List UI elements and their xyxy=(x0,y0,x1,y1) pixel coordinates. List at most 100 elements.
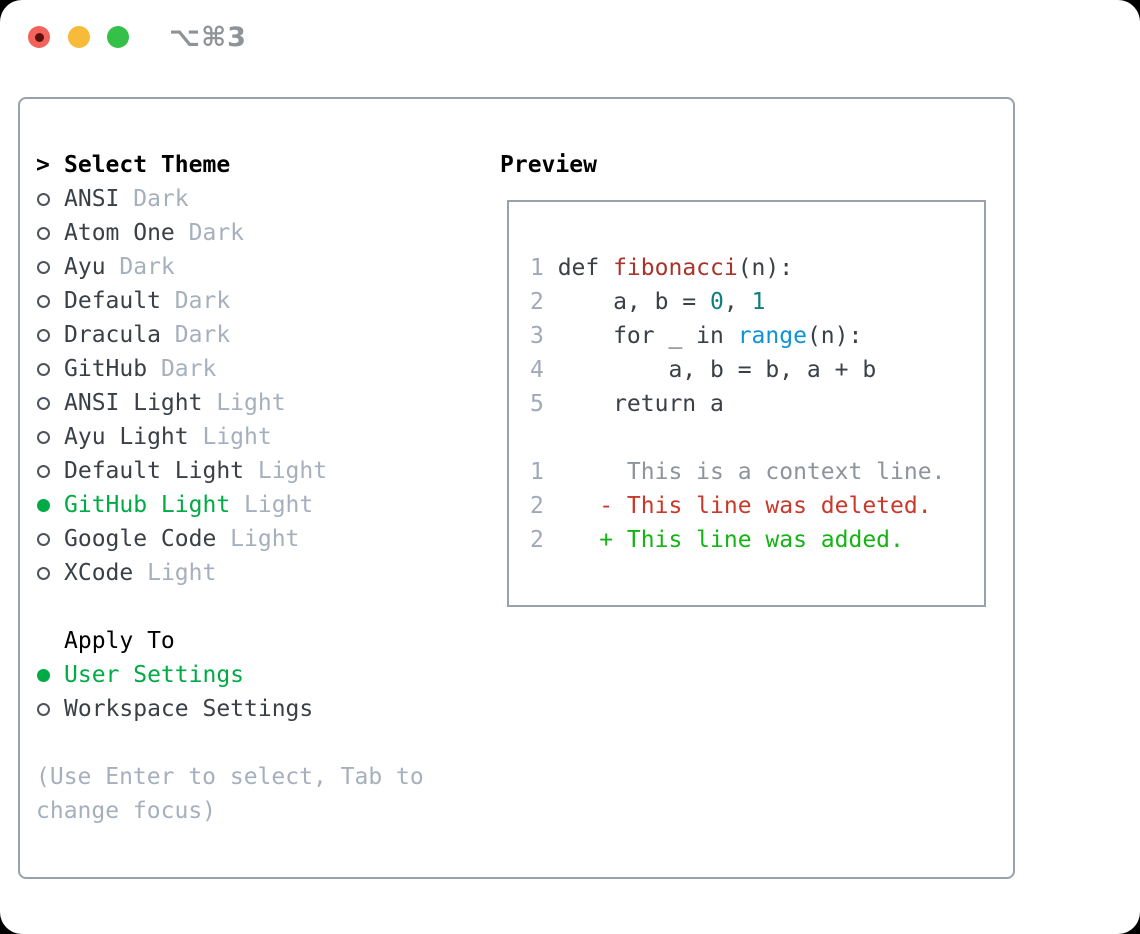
radio-icon xyxy=(37,566,50,580)
apply-option[interactable]: User Settings xyxy=(36,658,498,692)
theme-variant-tag: Dark xyxy=(174,288,231,314)
unsaved-changes-dot-icon xyxy=(34,32,44,42)
theme-variant-tag: Dark xyxy=(133,186,189,212)
hint-line: (Use Enter to select, Tab to xyxy=(36,764,424,790)
option-label: ANSI xyxy=(64,186,120,212)
option-label: ANSI Light xyxy=(64,390,203,416)
radio-marker xyxy=(36,430,64,444)
option-label: Ayu Light xyxy=(64,424,189,450)
code-line: 2 a, b = 0, 1 xyxy=(530,285,984,319)
code-token xyxy=(558,527,600,553)
code-token: def xyxy=(557,255,614,281)
line-number: 5 xyxy=(530,391,544,417)
radio-icon xyxy=(37,430,50,444)
code-line: 1 This is a context line. xyxy=(530,455,984,489)
zoom-button[interactable] xyxy=(107,26,129,48)
code-token: a, b = b, a + b xyxy=(557,357,877,383)
code-line: 2 + This line was added. xyxy=(530,523,984,557)
theme-variant-tag: Light xyxy=(202,424,272,450)
code-line: 3 for _ in range(n): xyxy=(530,319,984,353)
apply-option[interactable]: Workspace Settings xyxy=(36,692,498,726)
theme-variant-tag: Light xyxy=(257,458,328,484)
keyboard-hint: (Use Enter to select, Tab to change focu… xyxy=(36,760,498,828)
radio-selected-icon xyxy=(37,668,50,682)
code-token: 1 xyxy=(751,289,766,315)
theme-option[interactable]: Ayu Dark xyxy=(36,250,498,284)
theme-option[interactable]: Ayu Light Light xyxy=(36,420,498,454)
option-label: Default xyxy=(64,288,161,314)
theme-variant-tag: Light xyxy=(147,560,217,586)
code-token: (n): xyxy=(806,323,863,349)
radio-selected-icon xyxy=(37,498,50,512)
option-label: Ayu xyxy=(64,254,106,280)
radio-icon xyxy=(37,294,50,308)
apply-to-title: Apply To xyxy=(64,628,175,654)
radio-icon xyxy=(37,532,50,546)
radio-marker xyxy=(36,260,64,274)
option-label: Workspace Settings xyxy=(64,696,314,722)
code-token: - This line was deleted. xyxy=(599,493,932,519)
select-theme-title: Select Theme xyxy=(64,152,231,178)
radio-marker xyxy=(36,328,64,342)
theme-option[interactable]: ANSI Dark xyxy=(36,182,498,216)
cursor-arrow-icon: > xyxy=(36,152,50,178)
cursor-marker: > xyxy=(36,152,64,178)
code-token xyxy=(558,493,600,519)
code-line: 2 - This line was deleted. xyxy=(530,489,984,523)
radio-icon xyxy=(37,362,50,376)
code-line xyxy=(530,421,984,455)
theme-option[interactable]: Default Dark xyxy=(36,284,498,318)
theme-variant-tag: Dark xyxy=(174,322,231,348)
theme-option[interactable]: Default Light Light xyxy=(36,454,498,488)
option-label: Dracula xyxy=(64,322,161,348)
line-number: 1 xyxy=(530,459,544,485)
theme-variant-tag: Dark xyxy=(188,220,245,246)
option-label: User Settings xyxy=(64,662,245,688)
radio-marker xyxy=(36,702,64,716)
radio-icon xyxy=(37,702,50,716)
line-number: 2 xyxy=(530,493,544,519)
radio-icon xyxy=(37,226,50,240)
option-label: Default Light xyxy=(64,458,245,484)
close-button[interactable] xyxy=(28,26,50,48)
code-token: 0 xyxy=(710,289,724,315)
radio-icon xyxy=(37,192,50,206)
option-label: XCode xyxy=(64,560,134,586)
theme-variant-tag: Dark xyxy=(119,254,175,280)
code-token: + This line was added. xyxy=(599,527,904,553)
option-label: GitHub xyxy=(64,356,148,382)
theme-variant-tag: Light xyxy=(244,492,314,518)
theme-option[interactable]: XCode Light xyxy=(36,556,498,590)
code-token: for _ in xyxy=(557,323,738,349)
option-label: Google Code xyxy=(64,526,217,552)
code-line: 5 return a xyxy=(530,387,984,421)
spacer xyxy=(36,590,498,624)
radio-marker xyxy=(36,532,64,546)
theme-option[interactable]: Google Code Light xyxy=(36,522,498,556)
code-token: , xyxy=(723,289,752,315)
radio-icon xyxy=(37,464,50,478)
theme-option[interactable]: Atom One Dark xyxy=(36,216,498,250)
radio-marker xyxy=(36,294,64,308)
option-label: Atom One xyxy=(64,220,175,246)
theme-variant-tag: Light xyxy=(230,526,300,552)
theme-option[interactable]: Dracula Dark xyxy=(36,318,498,352)
code-token: a, b = xyxy=(557,289,711,315)
line-number: 2 xyxy=(530,527,544,553)
preview-header: Preview xyxy=(500,152,597,178)
line-number: 4 xyxy=(530,357,544,383)
select-theme-header: > Select Theme xyxy=(36,148,498,182)
code-token: This is a context line. xyxy=(557,459,946,485)
minimize-button[interactable] xyxy=(68,26,90,48)
